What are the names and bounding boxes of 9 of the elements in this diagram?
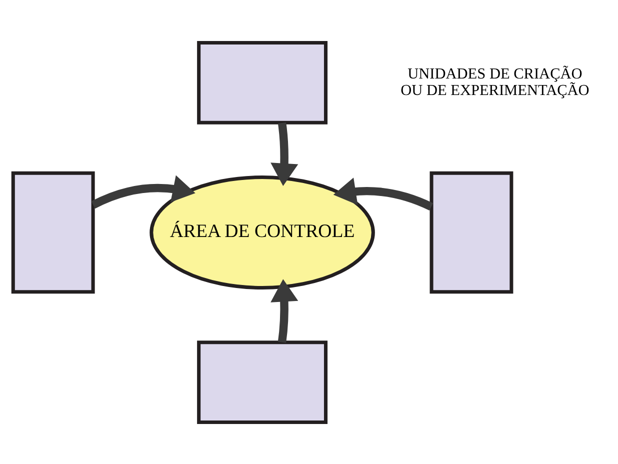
node-box [197, 340, 328, 424]
node-box [430, 170, 514, 294]
arrow [270, 278, 298, 342]
arrow [91, 174, 196, 208]
arrow [333, 177, 433, 210]
node-box [197, 40, 328, 124]
arrow [270, 122, 298, 186]
node-box [11, 170, 95, 294]
label: UNIDADES DE CRIAÇÃO OU DE EXPERIMENTAÇÃO [400, 64, 590, 98]
